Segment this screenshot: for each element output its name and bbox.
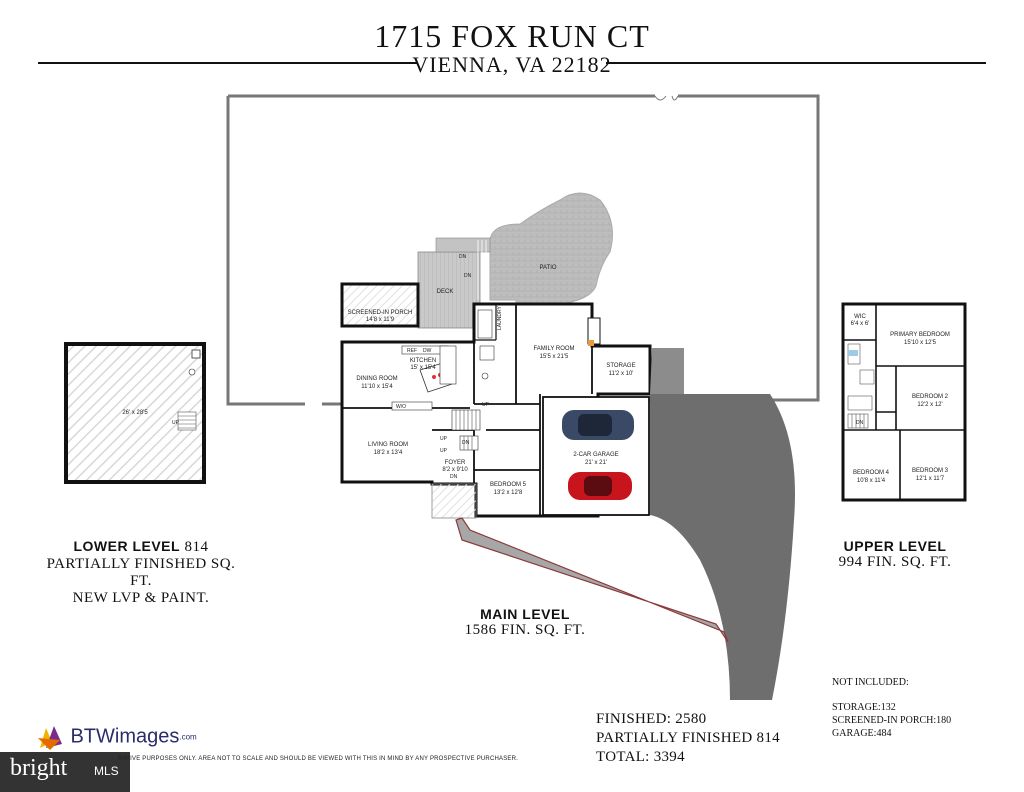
foyer-dims: 8'2 x 9'10 — [442, 467, 468, 473]
main-level-name: MAIN LEVEL — [480, 606, 570, 622]
patio — [489, 192, 613, 305]
family-room-dims: 15'5 x 21'5 — [540, 354, 569, 360]
living-room-dims: 18'2 x 13'4 — [374, 450, 403, 456]
bedroom2-label: BEDROOM 2 — [912, 394, 949, 400]
upper-level-caption: UPPER LEVEL 994 FIN. SQ. FT. — [810, 538, 980, 571]
total-finished: FINISHED: 2580 — [596, 711, 707, 727]
btw-logo-icon — [38, 726, 62, 750]
page-title: 1715 FOX RUN CT — [374, 18, 650, 54]
not-included-heading: NOT INCLUDED: — [832, 677, 909, 688]
not-included-block: NOT INCLUDED: STORAGE:132 SCREENED-IN PO… — [832, 676, 951, 740]
storage-label: STORAGE — [606, 363, 635, 369]
not-included-storage: STORAGE:132 — [832, 702, 896, 713]
screened-porch-label: SCREENED-IN PORCH — [348, 310, 413, 316]
bedroom3-label: BEDROOM 3 — [912, 468, 949, 474]
kitchen-dw: DW — [423, 348, 432, 354]
wic-label: WIC — [854, 314, 866, 320]
disclaimer: RATIVE PURPOSES ONLY. AREA NOT TO SCALE … — [118, 756, 519, 762]
lower-level-sqft: 814 — [184, 539, 209, 555]
title-rule-left — [38, 62, 418, 64]
deck-stair-dn-2: DN — [464, 273, 472, 279]
laundry-label: LAUNDRY — [497, 306, 503, 330]
kitchen-dims: 15' x 15'4 — [410, 365, 436, 371]
foyer-stair-dn: DN — [450, 474, 458, 480]
driveway — [650, 394, 795, 700]
bedroom4-label: BEDROOM 4 — [853, 470, 890, 476]
bedroom4-dims: 10'8 x 11'4 — [857, 478, 886, 484]
not-included-garage: GARAGE:484 — [832, 728, 892, 739]
bedroom2-dims: 12'2 x 12' — [917, 402, 942, 408]
bedroom5-dims: 13'2 x 12'8 — [494, 490, 523, 496]
main-level-line1: 1586 FIN. SQ. FT. — [464, 622, 586, 638]
main-level-plan: PATIO DECK DN DN SCREENED-IN PORCH 14'8 … — [340, 192, 795, 700]
garage-label: 2-CAR GARAGE — [573, 452, 618, 458]
foyer-label: FOYER — [445, 460, 466, 466]
kitchen-label: KITCHEN — [410, 358, 436, 364]
totals-block: FINISHED: 2580 PARTIALLY FINISHED 814 TO… — [596, 710, 780, 767]
dining-room-label: DINING ROOM — [356, 376, 397, 382]
lower-level-caption: LOWER LEVEL 814 PARTIALLY FINISHED SQ. F… — [36, 538, 246, 607]
garage-car-top-icon — [562, 410, 634, 440]
mls-brand: bright — [10, 755, 68, 781]
walkway — [455, 517, 729, 643]
primary-bedroom-dims: 15'10 x 12'5 — [904, 340, 937, 346]
not-included-porch: SCREENED-IN PORCH:180 — [832, 715, 952, 726]
upper-level-name: UPPER LEVEL — [843, 538, 947, 554]
family-room-label: FAMILY ROOM — [533, 346, 574, 352]
lower-level-stair-up: UP — [172, 420, 180, 426]
main-stair-up-1: UP — [482, 402, 490, 408]
patio-label: PATIO — [539, 265, 556, 271]
bedroom5-label: BEDROOM 5 — [490, 482, 527, 488]
storage-dims: 11'2 x 10' — [609, 371, 634, 377]
living-room-label: LIVING ROOM — [368, 442, 408, 448]
screened-porch — [340, 282, 420, 328]
primary-bedroom-label: PRIMARY BEDROOM — [890, 332, 950, 338]
lower-level-line2: NEW LVP & PAINT. — [72, 590, 210, 606]
page-subtitle: VIENNA, VA 22182 — [412, 52, 612, 77]
main-stair-dn-1: DN — [462, 440, 470, 446]
screened-porch-dims: 14'8 x 11'9 — [366, 317, 395, 323]
mls-badge: bright MLS — [0, 752, 130, 792]
total-partial: PARTIALLY FINISHED 814 — [596, 730, 780, 746]
total-overall: TOTAL: 3394 — [596, 749, 685, 765]
kitchen-wo: W/O — [396, 404, 406, 410]
lower-level-name: LOWER LEVEL — [73, 538, 181, 554]
bedroom3-dims: 12'1 x 11'7 — [916, 476, 945, 482]
lower-level-room-dims: 26' x 28'5 — [122, 410, 148, 416]
dining-room-dims: 11'10 x 15'4 — [361, 384, 393, 390]
garage-dims: 21' x 21' — [585, 460, 607, 466]
wic-dims: 6'4 x 6' — [851, 321, 870, 327]
garage-car-bottom-icon — [568, 472, 632, 500]
btw-logo-text: BTWimages — [70, 725, 180, 748]
deck-label: DECK — [437, 289, 454, 295]
main-level-caption: MAIN LEVEL 1586 FIN. SQ. FT. — [440, 606, 610, 639]
main-stair-up-3: UP — [440, 436, 448, 442]
title-rule-right — [606, 62, 986, 64]
btw-logo-suffix: .com — [179, 732, 197, 742]
btw-logo: BTWimages.com — [36, 722, 197, 752]
kitchen-ref: REF — [407, 348, 417, 354]
upper-stair-dn: DN — [856, 420, 864, 426]
main-stair-up-2: UP — [440, 448, 448, 454]
lower-level-plan: 26' x 28'5 UP — [64, 342, 206, 484]
lower-level-line1: PARTIALLY FINISHED SQ. FT. — [46, 556, 236, 589]
deck-stair-dn-1: DN — [459, 254, 467, 260]
mls-suffix: MLS — [94, 764, 119, 778]
upper-level-plan: DN WIC 6'4 x 6' PRIMARY BEDROOM 15'10 x … — [841, 302, 967, 502]
upper-level-line1: 994 FIN. SQ. FT. — [838, 554, 952, 570]
